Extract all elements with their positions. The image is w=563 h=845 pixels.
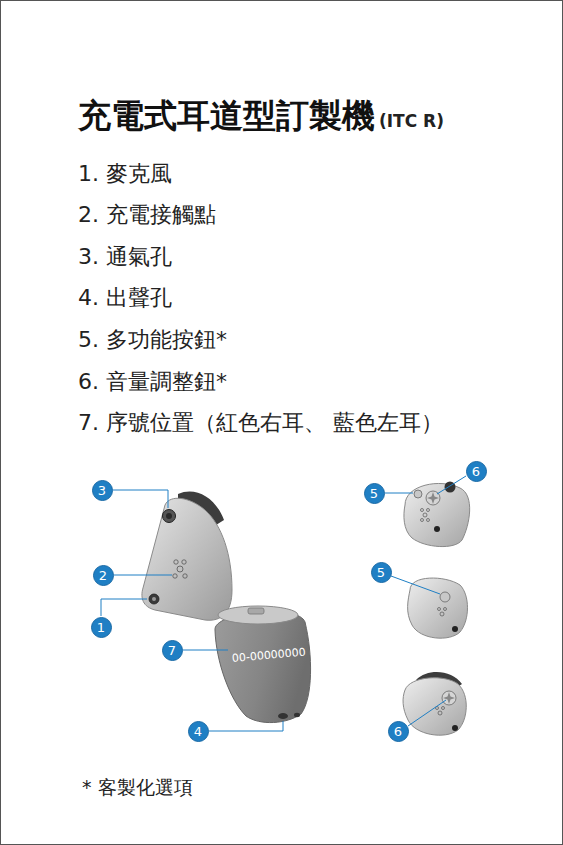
- footnote: * 客製化選項: [82, 776, 193, 799]
- parts-list-item: 7. 序號位置（紅色右耳、 藍色左耳）: [78, 410, 443, 436]
- faceplate-view-middle: [408, 578, 468, 638]
- callout-number: 6: [472, 465, 480, 478]
- faceplate-view-bottom: [403, 672, 466, 735]
- callout-number: 7: [168, 644, 176, 657]
- parts-list-item: 6. 音量調整鈕*: [78, 369, 227, 395]
- title: 充電式耳道型訂製機: [78, 96, 375, 136]
- callout-circle: 3: [92, 480, 113, 501]
- parts-list-item: 1. 麥克風: [78, 161, 172, 187]
- parts-list-item: 4. 出聲孔: [78, 285, 172, 311]
- parts-list-item: 5. 多功能按鈕*: [78, 327, 227, 353]
- hearing-aid-faceplate: [142, 492, 232, 621]
- faceplate-view-top: [404, 482, 470, 547]
- callout-number: 1: [97, 621, 105, 634]
- callout-number: 6: [394, 725, 402, 738]
- callout-number: 4: [194, 725, 202, 738]
- leader-lines: [101, 476, 466, 731]
- callout-circle: 5: [371, 562, 392, 583]
- parts-list-item: 2. 充電接觸點: [78, 202, 216, 228]
- callout-circle: 4: [188, 721, 209, 742]
- parts-list-item: 3. 通氣孔: [78, 244, 172, 270]
- callout-circle: 6: [388, 721, 409, 742]
- callout-circle: 7: [162, 640, 183, 661]
- model-code: (ITC R): [379, 111, 444, 131]
- callout-circle: 5: [364, 483, 385, 504]
- hearing-aid-shell: [215, 606, 311, 723]
- callout-circle: 6: [466, 461, 487, 482]
- callout-number: 5: [370, 487, 378, 500]
- callout-circle: 1: [91, 617, 112, 638]
- callout-circle: 2: [93, 565, 114, 586]
- callout-number: 5: [377, 566, 385, 579]
- callout-number: 2: [99, 569, 107, 582]
- callout-number: 3: [98, 484, 106, 497]
